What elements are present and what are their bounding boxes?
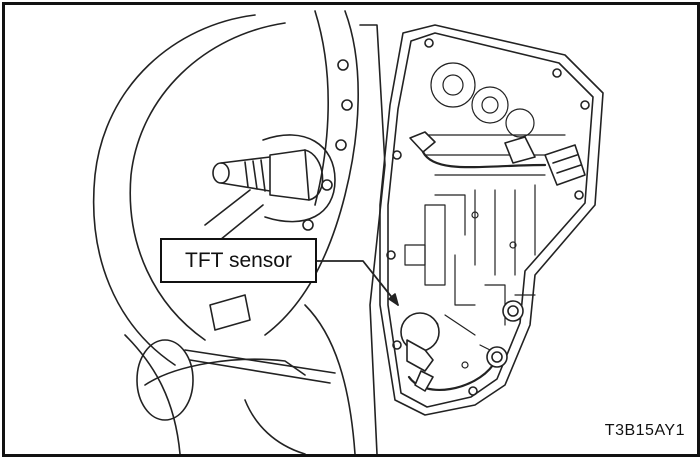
tft-sensor-label: TFT sensor: [185, 248, 292, 272]
tft-sensor-callout: TFT sensor: [160, 238, 317, 283]
transmission-case: [204, 10, 386, 454]
callout-leader: [314, 260, 399, 306]
figure-code: T3B15AY1: [604, 422, 685, 439]
tft-sensor: [400, 300, 524, 392]
valve-body-outline: [379, 24, 604, 416]
solenoid-wiring: [409, 131, 586, 186]
valve-body-channels: [404, 62, 566, 369]
input-shaft: [212, 134, 336, 223]
bell-housing: [92, 14, 356, 454]
transmission-valve-body-illustration: [92, 10, 604, 454]
